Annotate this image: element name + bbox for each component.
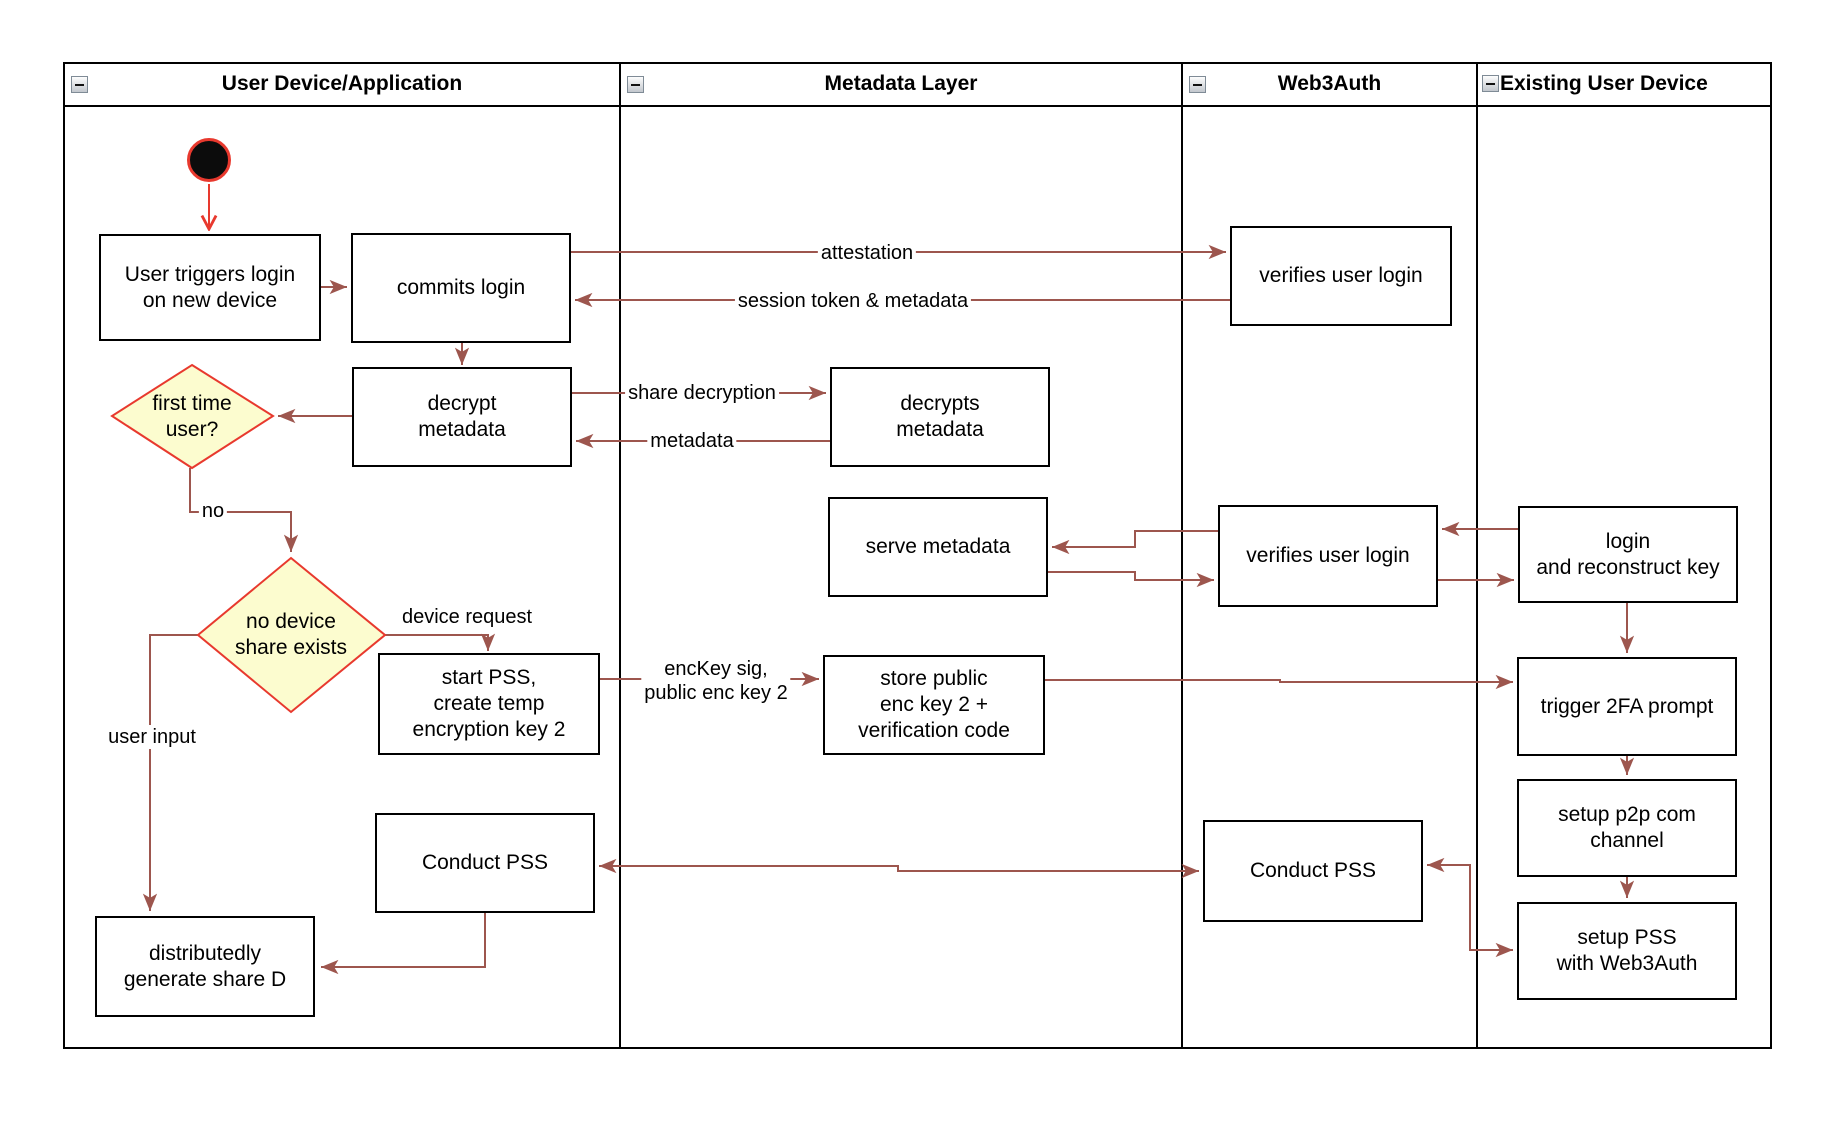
- minus-glyph: [1193, 83, 1202, 86]
- edge-label-enckey: encKey sig, public enc key 2: [641, 657, 791, 705]
- decision-label-first-time-user: first time user?: [152, 392, 232, 441]
- minus-glyph: [1486, 82, 1495, 85]
- edge-no-branch: [189, 468, 299, 552]
- node-setup-p2p-channel[interactable]: setup p2p com channel: [1517, 779, 1737, 877]
- edge-conduct-pss-link: [599, 858, 1199, 879]
- decision-label-no-device-share: no device share exists: [234, 610, 348, 659]
- edge-conduct-to-distributedly: [321, 913, 486, 975]
- node-distributedly-generate-share[interactable]: distributedly generate share D: [95, 916, 315, 1017]
- edge-label-device-request: device request: [398, 605, 536, 629]
- lane-divider-3: [1476, 62, 1478, 1049]
- node-trigger-2fa-prompt[interactable]: trigger 2FA prompt: [1517, 657, 1737, 756]
- edge-label-share-decryption: share decryption: [625, 381, 779, 405]
- edge-label-session-token: session token & metadata: [734, 289, 972, 313]
- edge-verifies-to-serve: [1052, 530, 1218, 555]
- minus-glyph: [631, 83, 640, 86]
- edge-device-request: [385, 633, 496, 651]
- collapse-icon[interactable]: [1189, 76, 1206, 93]
- collapse-icon[interactable]: [71, 76, 88, 93]
- header-divider-line: [63, 105, 1772, 107]
- node-conduct-pss-user[interactable]: Conduct PSS: [375, 813, 595, 913]
- lane-header-existing-user-device[interactable]: Existing User Device: [1500, 72, 1708, 95]
- node-store-public-enc-key[interactable]: store public enc key 2 + verification co…: [823, 655, 1045, 755]
- lane-header-user-device[interactable]: User Device/Application: [221, 72, 463, 95]
- lane-divider-1: [619, 62, 621, 1049]
- node-serve-metadata[interactable]: serve metadata: [828, 497, 1048, 597]
- lane-header-web3auth[interactable]: Web3Auth: [1277, 72, 1382, 95]
- node-setup-pss-web3auth[interactable]: setup PSS with Web3Auth: [1517, 902, 1737, 1000]
- collapse-icon[interactable]: [1482, 75, 1499, 92]
- node-decrypts-metadata[interactable]: decrypts metadata: [830, 367, 1050, 467]
- edge-user-input: [142, 634, 198, 911]
- decision-no-device-share[interactable]: [196, 556, 387, 714]
- collapse-icon[interactable]: [627, 76, 644, 93]
- edge-setup-pss-conduct-pss: [1427, 857, 1513, 958]
- initial-node[interactable]: [187, 138, 231, 182]
- edge-label-no: no: [198, 499, 228, 523]
- node-decrypt-metadata[interactable]: decrypt metadata: [352, 367, 572, 467]
- node-verifies-user-login-top[interactable]: verifies user login: [1230, 226, 1452, 326]
- edge-label-metadata: metadata: [647, 429, 737, 453]
- node-conduct-pss-web3auth[interactable]: Conduct PSS: [1203, 820, 1423, 922]
- edge-serve-to-verifies: [1048, 571, 1214, 588]
- edge-label-attestation: attestation: [817, 241, 917, 265]
- node-start-pss[interactable]: start PSS, create temp encryption key 2: [378, 653, 600, 755]
- decision-first-time-user[interactable]: [110, 363, 275, 470]
- node-user-triggers-login[interactable]: User triggers login on new device: [99, 234, 321, 341]
- edge-label-user-input: user input: [105, 725, 199, 749]
- node-login-reconstruct-key[interactable]: login and reconstruct key: [1518, 506, 1738, 603]
- edge-store-to-trigger-2fa: [1045, 674, 1513, 690]
- lane-header-metadata-layer[interactable]: Metadata Layer: [824, 72, 978, 95]
- lane-divider-2: [1181, 62, 1183, 1049]
- node-commits-login[interactable]: commits login: [351, 233, 571, 343]
- node-verifies-user-login-mid[interactable]: verifies user login: [1218, 505, 1438, 607]
- minus-glyph: [75, 83, 84, 86]
